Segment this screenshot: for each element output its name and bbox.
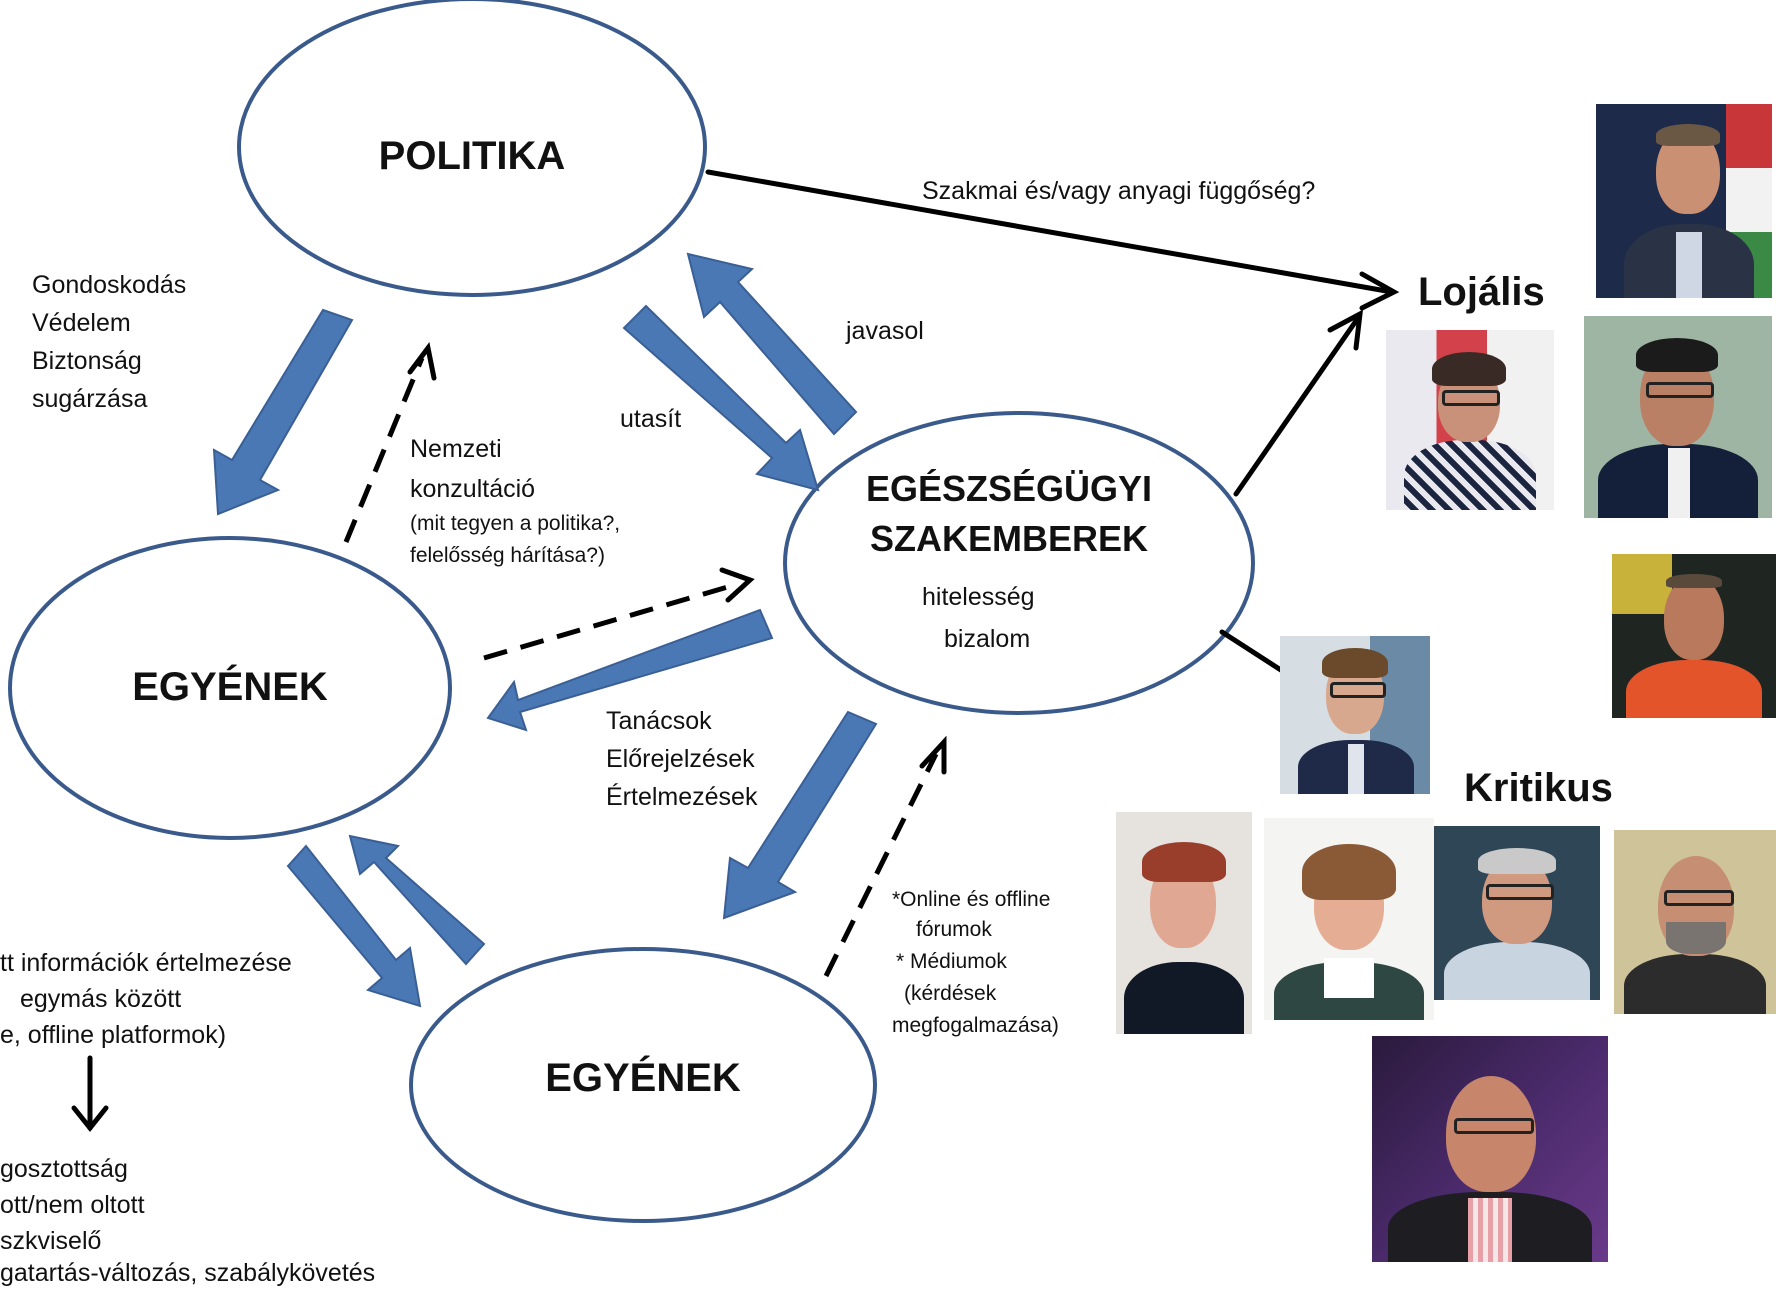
arrow-egyenek-up [348, 834, 486, 966]
photo-kritikus-4 [1434, 826, 1600, 1000]
heading-kritikus: Kritikus [1464, 766, 1613, 810]
label-left-block-1: tt információk értelmezése [0, 949, 292, 977]
label-elorejelzesek: Előrejelzések [606, 745, 755, 773]
arrow-to-lojalis [1233, 315, 1361, 497]
label-konzultacio-note-2: felelősség hárítása?) [410, 544, 605, 567]
label-forumok-3: * Médiumok [896, 950, 1007, 973]
trait-bizalom: bizalom [944, 625, 1031, 653]
node-egyenek-top [8, 536, 452, 840]
arrow-egyenek-to-szakemberek [483, 581, 739, 661]
arrow-fuggoseg [705, 169, 1395, 295]
label-javasol: javasol [846, 317, 924, 345]
node-egyenek-bottom-title: EGYÉNEK [545, 1056, 741, 1100]
label-left-block-2: egymás között [20, 985, 182, 1013]
label-gondoskodas: Gondoskodás [32, 271, 187, 299]
label-forumok-5: megfogalmazása) [892, 1014, 1059, 1037]
arrow-javasol [686, 252, 858, 436]
node-szakemberek-title-1: EGÉSZSÉGÜGYI [865, 468, 1153, 509]
node-politika-title: POLITIKA [378, 134, 566, 178]
label-konzultacio: konzultáció [410, 475, 536, 503]
arrowhead-forumok [919, 735, 947, 775]
arrowhead-left-down [71, 1105, 109, 1133]
arrow-politika-to-egyenek [212, 308, 354, 516]
photo-kritikus-2 [1116, 812, 1252, 1034]
photo-lojalis-1 [1596, 104, 1772, 298]
arrow-tanacsok-bottom [722, 710, 878, 920]
arrowhead-fuggoseg [1359, 271, 1400, 311]
photo-lojalis-2 [1386, 330, 1554, 510]
label-left-block-3: e, offline platformok) [0, 1021, 227, 1049]
label-forumok-1: *Online és offline [892, 888, 1051, 911]
trait-hitelesseg: hitelesség [922, 583, 1035, 611]
photo-kritikus-1 [1280, 636, 1430, 794]
label-left-bottom-1: gosztottság [0, 1155, 128, 1183]
label-fuggoseg: Szakmai és/vagy anyagi függőség? [922, 177, 1316, 205]
label-ertelmezesek: Értelmezések [606, 783, 758, 811]
label-sugarzasa: sugárzása [32, 385, 148, 413]
node-egyenek-top-title: EGYÉNEK [132, 665, 328, 709]
photo-lojalis-4 [1612, 554, 1776, 718]
label-utasit: utasít [620, 405, 682, 433]
node-politika [237, 0, 707, 297]
arrow-utasit [622, 304, 820, 492]
label-nemzeti: Nemzeti [410, 435, 502, 463]
line-to-kritikus [1219, 629, 1287, 675]
arrowhead-nemzeti [407, 342, 437, 381]
node-szakemberek [783, 411, 1255, 715]
node-szakemberek-title-2: SZAKEMBEREK [869, 518, 1148, 559]
label-left-bottom-3: szkviselő [0, 1227, 102, 1255]
arrow-tanacsok-top [486, 608, 774, 732]
photo-lojalis-3 [1584, 316, 1772, 518]
arrow-egyenek-down [286, 844, 422, 1008]
photo-kritikus-6 [1372, 1036, 1608, 1262]
label-tanacsok: Tanácsok [606, 707, 712, 735]
label-left-bottom-2: ott/nem oltott [0, 1191, 145, 1219]
heading-lojalis: Lojális [1418, 270, 1545, 314]
label-left-bottom-4: gatartás-változás, szabálykövetés [0, 1259, 376, 1287]
arrowhead-lojalis [1327, 309, 1364, 351]
label-forumok-4: (kérdések [904, 982, 997, 1005]
label-vedelem: Védelem [32, 309, 131, 337]
arrow-nemzeti-konzultacio [343, 357, 425, 543]
photo-kritikus-5 [1614, 830, 1776, 1014]
label-biztonsag: Biztonság [32, 347, 142, 375]
label-konzultacio-note-1: (mit tegyen a politika?, [410, 512, 621, 535]
label-forumok-2: fórumok [916, 918, 992, 941]
arrowhead-egyenek-szakemberek [719, 567, 755, 603]
photo-kritikus-3 [1264, 818, 1434, 1020]
node-egyenek-bottom [409, 947, 877, 1223]
arrow-forumok [823, 752, 939, 978]
